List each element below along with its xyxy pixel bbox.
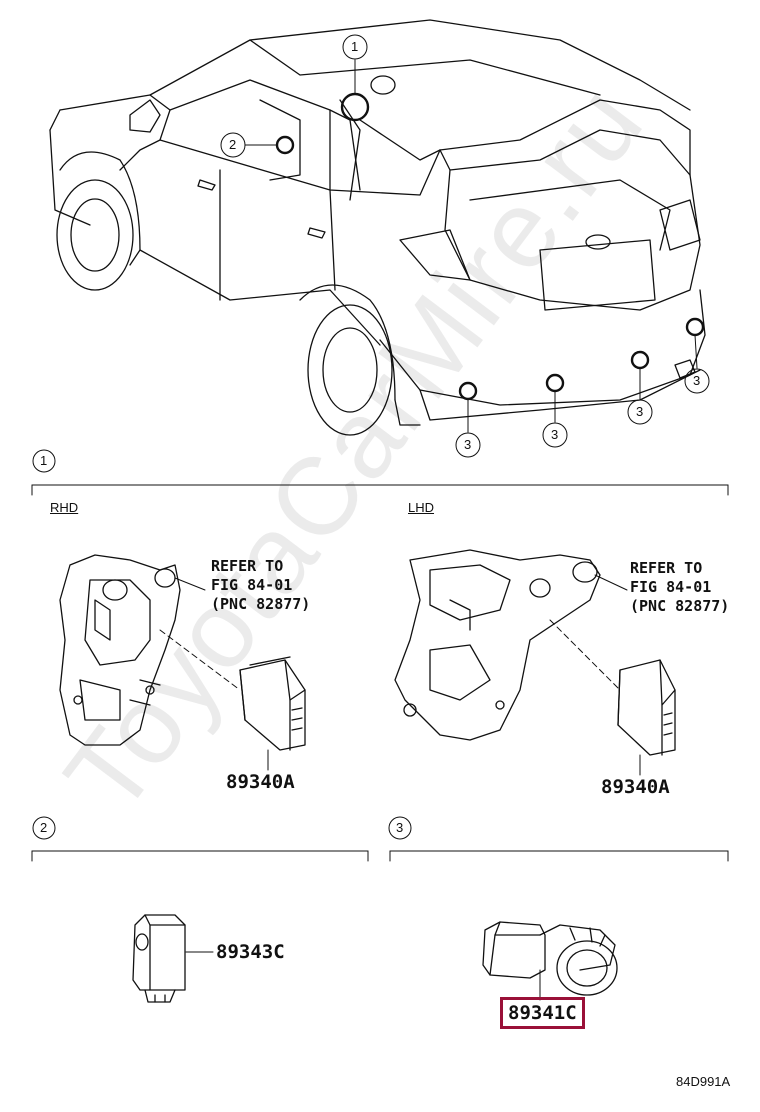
section-3-sensor-drawing — [482, 921, 618, 996]
section-1-frame — [31, 449, 729, 496]
section-3-part-number[interactable]: 89341C — [500, 997, 585, 1029]
rhd-refer-note: REFER TO FIG 84-01 (PNC 82877) — [211, 557, 310, 614]
lhd-bracket-drawing — [394, 549, 601, 741]
callout-label-2: 2 — [229, 137, 237, 152]
lhd-refer-line-3: (PNC 82877) — [630, 597, 730, 615]
rhd-tag: RHD — [50, 500, 79, 515]
callout-circles — [220, 34, 710, 458]
diagram-code: 84D991A — [676, 1074, 731, 1089]
section-2-sensor-drawing — [132, 914, 186, 1003]
rhd-refer-line-2: FIG 84-01 — [211, 576, 293, 594]
sensor-marker-3b — [545, 373, 565, 393]
vehicle-illustration — [49, 19, 706, 436]
callout-label-3c: 3 — [636, 404, 644, 419]
rhd-ecu-drawing — [239, 656, 306, 751]
callout-label-3b: 3 — [551, 427, 559, 442]
callout-label-3a: 3 — [464, 437, 472, 452]
rhd-bracket-drawing — [59, 554, 181, 746]
sensor-marker-1 — [340, 92, 370, 122]
section-2-frame — [31, 816, 369, 862]
callout-label-1-top: 1 — [351, 39, 359, 54]
sensor-marker-2 — [275, 135, 295, 155]
lhd-ecu-drawing — [617, 659, 676, 756]
section-3-callout: 3 — [396, 820, 404, 835]
lhd-refer-note: REFER TO FIG 84-01 (PNC 82877) — [630, 559, 729, 616]
sensor-marker-3d — [685, 317, 705, 337]
lhd-refer-line-2: FIG 84-01 — [630, 578, 712, 596]
section-2-callout: 2 — [40, 820, 48, 835]
section-3-frame — [388, 816, 729, 862]
lhd-tag: LHD — [408, 500, 435, 515]
rhd-part-number[interactable]: 89340A — [226, 771, 295, 793]
lhd-refer-line-1: REFER TO — [630, 559, 703, 577]
callout-leaders — [244, 59, 698, 433]
sensor-marker-3c — [630, 350, 650, 370]
callout-label-3d: 3 — [693, 373, 701, 388]
rhd-refer-line-3: (PNC 82877) — [211, 595, 311, 613]
lhd-part-number[interactable]: 89340A — [601, 776, 670, 798]
sensor-marker-3a — [458, 381, 478, 401]
section-2-part-number[interactable]: 89343C — [216, 941, 285, 963]
sensor-markers — [275, 92, 705, 401]
section-1-callout: 1 — [40, 453, 48, 468]
rhd-refer-line-1: REFER TO — [211, 557, 284, 575]
